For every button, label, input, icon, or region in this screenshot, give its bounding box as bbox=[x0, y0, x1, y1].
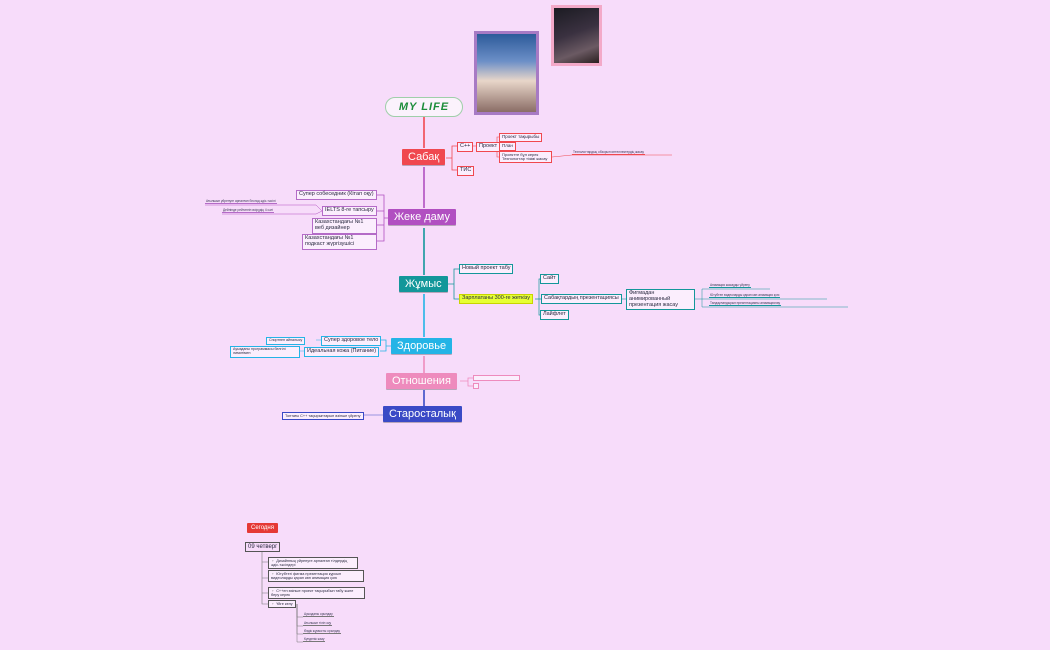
zhumys-new-project[interactable]: Новый проект табу bbox=[459, 264, 514, 274]
topic-sabak[interactable]: Сабақ bbox=[402, 149, 446, 165]
zhumys-figma-note-3[interactable]: Тандауландырып презентацияны анимациялау bbox=[709, 301, 782, 307]
zhumys-figma[interactable]: Фигмадан анимированный презентация жасау bbox=[626, 289, 695, 311]
bullet-icon: ⚬ bbox=[271, 589, 275, 593]
today-subtask-2[interactable]: Ағылшын тілін оқу bbox=[303, 621, 333, 627]
zdorovye-skin-note[interactable]: Ауызданы программасы белгілі лимитімен bbox=[230, 346, 300, 358]
bullet-icon: ⚬ bbox=[271, 572, 275, 576]
zhumys-site[interactable]: Сайт bbox=[540, 274, 559, 284]
today-task-text: Үйге келу bbox=[276, 602, 293, 606]
topic-starostalyk[interactable]: Старосталық bbox=[383, 406, 462, 422]
zheke-item-4[interactable]: Казахстандағы №1 подкаст жүргізушісі bbox=[302, 234, 377, 250]
zhumys-presentation[interactable]: Сабақтардың презентациясы bbox=[541, 294, 622, 304]
zdorovye-super-body[interactable]: Супер здоровое тело bbox=[321, 336, 382, 346]
zheke-item-1[interactable]: Супер собеседник (Кітап оқу) bbox=[296, 190, 377, 200]
sabak-project-task[interactable]: Проектте бұл керек Технологтар тізімі жа… bbox=[499, 151, 552, 164]
sabak-project-task-note[interactable]: Технологтардың обзорын интеллектердің жа… bbox=[572, 150, 645, 156]
zdorovye-body-note[interactable]: Спортпен айналысу bbox=[266, 337, 306, 345]
today-task-1[interactable]: ⚬Дизайнның үйренуге арналған тілдердің ә… bbox=[268, 557, 358, 569]
today-task-3[interactable]: ⚬C++ен өзінше проект тақырыбын табу және… bbox=[268, 587, 365, 599]
sabak-plan[interactable]: План bbox=[499, 142, 516, 151]
zheke-note-1[interactable]: Ағылшын уйренуге арналған блогад әдіс-тә… bbox=[205, 199, 277, 205]
zhumys-salary[interactable]: Зарплатаны 300-ге жеткізу bbox=[459, 294, 533, 304]
photo-event bbox=[474, 31, 539, 115]
bullet-icon: ⚬ bbox=[271, 559, 275, 563]
zhumys-leaflet[interactable]: Лайфлет bbox=[540, 310, 569, 320]
today-badge[interactable]: Сегодня bbox=[247, 523, 278, 533]
zheke-item-3[interactable]: Казахстандағы №1 веб дизайнер bbox=[312, 218, 377, 234]
sabak-project-name[interactable]: Проект тақырыбы bbox=[499, 133, 543, 142]
today-date[interactable]: 09 четверг bbox=[245, 542, 281, 552]
zhumys-figma-note-1[interactable]: Анимация жасауды үйрену bbox=[709, 283, 751, 289]
otnosheniya-empty-2[interactable] bbox=[473, 383, 479, 389]
today-subtask-1[interactable]: Ауызданы орындау bbox=[303, 612, 334, 618]
starostalyk-note[interactable]: Топтағы C++ тақырыптарын өзінше үйрену bbox=[282, 412, 364, 420]
root-topic[interactable]: MY LIFE bbox=[385, 97, 463, 117]
today-task-4[interactable]: ⚬Үйге келу bbox=[268, 600, 296, 608]
zheke-item-2[interactable]: IELTS 8-ге тапсыру bbox=[322, 206, 377, 216]
topic-zhumys[interactable]: Жұмыс bbox=[399, 276, 448, 292]
today-subtask-3[interactable]: Өздік жұмысты орындау bbox=[303, 629, 341, 635]
sabak-cpp[interactable]: C++ bbox=[457, 142, 474, 152]
today-task-text: Ютубтегі фигма презентация курсын видеол… bbox=[271, 572, 342, 580]
otnosheniya-empty-1[interactable] bbox=[473, 375, 520, 381]
sabak-tis[interactable]: ТИС bbox=[457, 166, 475, 176]
today-task-text: Дизайнның үйренуге арналған тілдердің әд… bbox=[271, 559, 348, 567]
topic-otnosheniya[interactable]: Отношения bbox=[386, 373, 457, 389]
today-task-2[interactable]: ⚬Ютубтегі фигма презентация курсын видео… bbox=[268, 570, 364, 582]
zhumys-figma-note-2[interactable]: Ютубтен видеоларды қарап көп анимация қо… bbox=[709, 293, 781, 299]
topic-zdorovye[interactable]: Здоровье bbox=[391, 338, 453, 354]
photo-selfie bbox=[551, 5, 602, 66]
zheke-note-2[interactable]: Дейнінде рейтингін өсірудің 4 сәті bbox=[222, 208, 275, 214]
bullet-icon: ⚬ bbox=[271, 602, 275, 606]
zdorovye-skin[interactable]: Идеальная кожа (Питание) bbox=[304, 347, 380, 357]
sabak-project[interactable]: Проект bbox=[476, 142, 501, 152]
today-task-text: C++ен өзінше проект тақырыбын табу және … bbox=[271, 589, 354, 597]
topic-zheke[interactable]: Жеке даму bbox=[388, 209, 456, 225]
today-subtask-4[interactable]: Күнделік жазу bbox=[303, 637, 326, 643]
